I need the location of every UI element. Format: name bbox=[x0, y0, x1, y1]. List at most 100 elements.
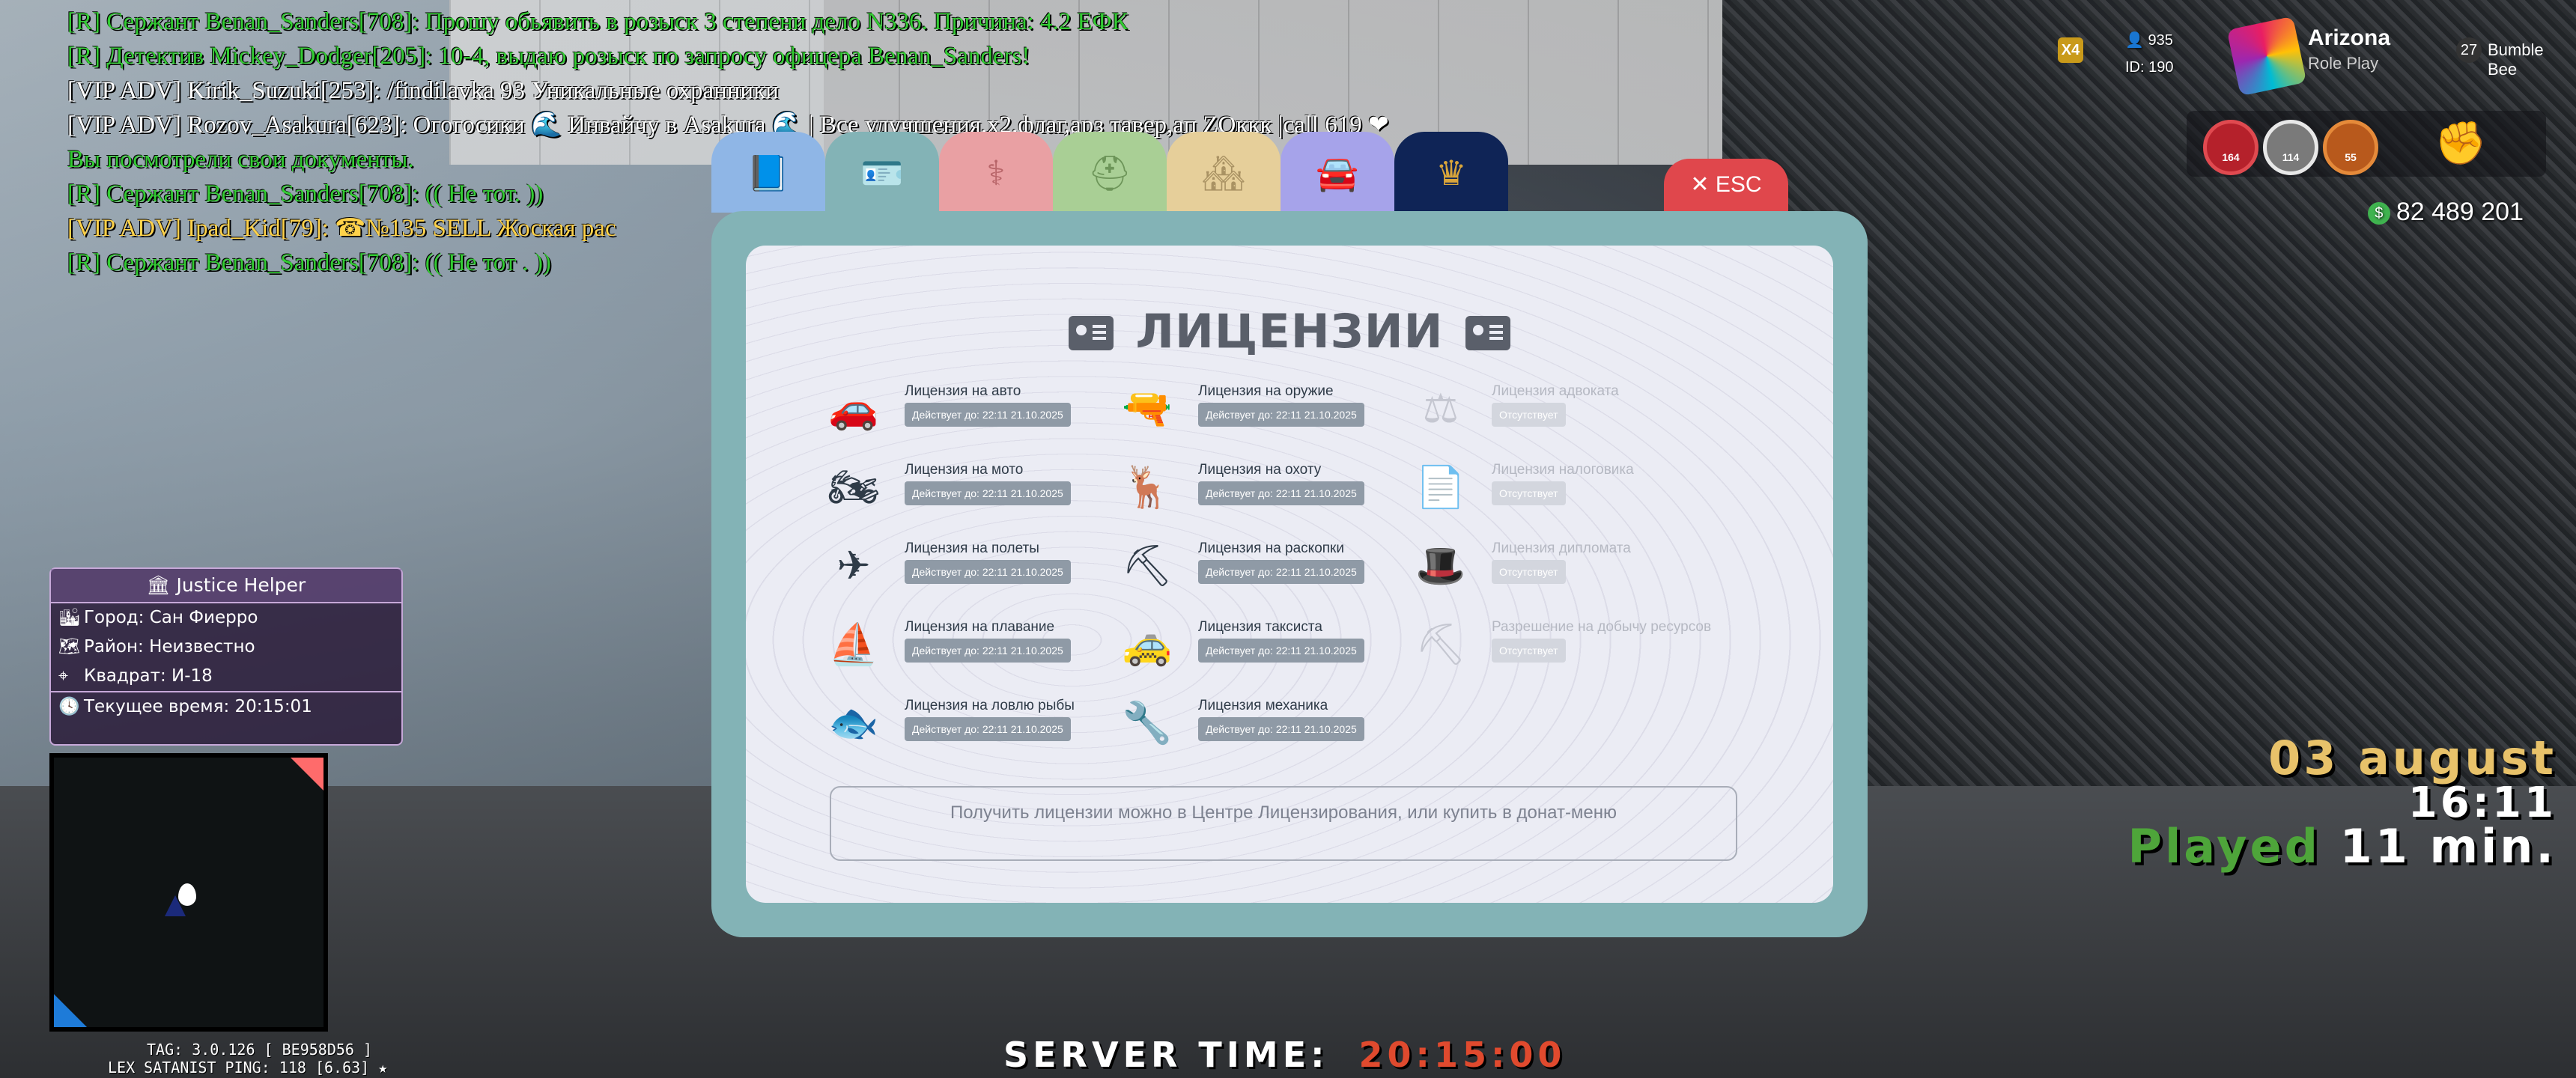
passport-icon: 📘 bbox=[747, 153, 790, 193]
tab-vehicles[interactable]: 🚘 bbox=[1281, 132, 1394, 213]
minimap-corner-north bbox=[291, 758, 323, 791]
game-date: 03 august bbox=[2268, 731, 2557, 785]
crown-icon: ♛ bbox=[1436, 153, 1467, 193]
armor-ring: 114 bbox=[2263, 120, 2318, 175]
esc-close-button[interactable]: ✕ ESC bbox=[1664, 159, 1788, 211]
district-text: Район: Неизвестно bbox=[84, 637, 255, 657]
city-icon: 🏙 bbox=[58, 608, 81, 627]
brand-title: Arizona bbox=[2308, 25, 2391, 50]
district-row: 🗺Район: Неизвестно bbox=[51, 633, 401, 662]
player-stats: 👤 935 ID: 190 bbox=[2125, 27, 2173, 81]
tab-licenses[interactable]: 🪪 bbox=[825, 132, 939, 213]
id-card-icon: 🪪 bbox=[860, 153, 904, 193]
brand-subtitle: Role Play bbox=[2308, 54, 2379, 73]
chat-line: [R] Детектив Mickey_Dodger[205]: 10-4, в… bbox=[67, 43, 1030, 70]
player-id: ID: 190 bbox=[2125, 59, 2174, 76]
license-status-badge: Действует до: 22:11 21.10.2025 bbox=[1198, 481, 1364, 505]
square-text: Квадрат: И-18 bbox=[84, 666, 213, 686]
license-name: Лицензия на раскопки bbox=[1198, 540, 1344, 556]
justice-helper-title: 🏛 Justice Helper bbox=[51, 569, 401, 603]
license-status-badge: Действует до: 22:11 21.10.2025 bbox=[905, 560, 1071, 584]
time-text: Текущее время: 20:15:01 bbox=[84, 697, 312, 716]
clock-icon: 🕓 bbox=[58, 697, 80, 716]
tab-passport[interactable]: 📘 bbox=[711, 132, 825, 213]
chat-line: [VIP ADV] Ipad_Kid[79]: ☎№135 SELL Жоска… bbox=[67, 215, 616, 242]
justice-title-text: Justice Helper bbox=[176, 574, 306, 596]
license-name: Лицензия на авто bbox=[905, 383, 1021, 399]
license-name: Лицензия дипломата bbox=[1492, 540, 1631, 556]
tab-medical[interactable]: ⚕ bbox=[939, 132, 1053, 213]
online-count: 935 bbox=[2148, 32, 2173, 49]
ping-line: LEX SATANIST PING: 118 [6.63] ★ bbox=[108, 1059, 388, 1077]
license-status-badge: Действует до: 22:11 21.10.2025 bbox=[905, 717, 1071, 741]
server-time-value: 20:15:00 bbox=[1358, 1035, 1567, 1075]
id-card-icon bbox=[1068, 316, 1114, 350]
license-status-badge: Действует до: 22:11 21.10.2025 bbox=[1198, 403, 1364, 427]
square-row: ⌖Квадрат: И-18 bbox=[51, 662, 401, 691]
license-status-badge: Действует до: 22:11 21.10.2025 bbox=[905, 481, 1071, 505]
hunger-ring: 55 bbox=[2323, 120, 2378, 175]
license-hint: Получить лицензии можно в Центре Лицензи… bbox=[830, 786, 1737, 861]
chat-line: [VIP ADV] Kirik_Suzuki[253]: /findilavka… bbox=[67, 77, 779, 104]
license-status-badge: Отсутствует bbox=[1492, 403, 1566, 427]
time-row: 🕓Текущее время: 20:15:01 bbox=[51, 691, 401, 722]
license-icon: ⛵ bbox=[828, 621, 879, 668]
license-name: Лицензия адвоката bbox=[1492, 383, 1619, 399]
money-display: $82 489 201 bbox=[2367, 198, 2524, 227]
tab-military[interactable]: ⛑ bbox=[1053, 132, 1167, 213]
dollar-icon: $ bbox=[2367, 202, 2390, 225]
license-icon: 🎩 bbox=[1415, 542, 1466, 589]
document-tabs: 📘 🪪 ⚕ ⛑ 🏘 🚘 ♛ bbox=[711, 132, 1520, 213]
license-name: Лицензия налоговика bbox=[1492, 462, 1634, 478]
license-status-badge: Действует до: 22:11 21.10.2025 bbox=[1198, 639, 1364, 663]
license-name: Лицензия на ловлю рыбы bbox=[905, 698, 1075, 713]
license-icon: ⚖ bbox=[1422, 385, 1459, 432]
license-icon: 🐟 bbox=[828, 699, 879, 746]
fist-icon: ✊ bbox=[2434, 119, 2487, 168]
tag-version: TAG: 3.0.126 [ BE958D56 ] bbox=[147, 1041, 373, 1059]
top-hud: X4 👤 935 ID: 190 Arizona Role Play 27 Bu… bbox=[2037, 15, 2576, 97]
minimap-corner-south bbox=[54, 994, 87, 1027]
page-title-text: ЛИЦЕНЗИИ bbox=[1135, 304, 1444, 359]
played-time: Played 11 min. bbox=[2128, 819, 2557, 874]
player-arrow-icon bbox=[165, 895, 186, 916]
license-name: Лицензия на мото bbox=[905, 462, 1024, 478]
tab-vip[interactable]: ♛ bbox=[1394, 132, 1508, 213]
license-icon: 🔫 bbox=[1122, 385, 1173, 432]
tab-property[interactable]: 🏘 bbox=[1167, 132, 1281, 213]
minimap bbox=[49, 753, 328, 1032]
server-number: 27 bbox=[2456, 37, 2482, 63]
chat-line: [R] Сержант Benan_Sanders[708]: (( Не то… bbox=[67, 249, 551, 276]
license-icon: 📄 bbox=[1415, 463, 1466, 511]
justice-helper-panel: 🏛 Justice Helper 🏙Город: Сан Фиерро 🗺Рай… bbox=[49, 567, 403, 746]
license-name: Лицензия таксиста bbox=[1198, 619, 1322, 635]
id-card-icon bbox=[1465, 316, 1511, 350]
played-label: Played bbox=[2127, 819, 2321, 874]
license-name: Лицензия на плавание bbox=[905, 619, 1055, 635]
license-name: Лицензия на полеты bbox=[905, 540, 1039, 556]
x4-badge: X4 bbox=[2058, 37, 2083, 63]
license-icon: ✈ bbox=[836, 542, 871, 589]
page-title: ЛИЦЕНЗИИ bbox=[746, 304, 1833, 359]
helmet-icon: ⛑ bbox=[1087, 153, 1132, 193]
license-status-badge: Отсутствует bbox=[1492, 639, 1566, 663]
license-status-badge: Действует до: 22:11 21.10.2025 bbox=[1198, 717, 1364, 741]
license-status-badge: Действует до: 22:11 21.10.2025 bbox=[905, 403, 1071, 427]
license-icon: 🏍 bbox=[827, 463, 880, 511]
license-status-badge: Отсутствует bbox=[1492, 481, 1566, 505]
license-name: Лицензия на охоту bbox=[1198, 462, 1322, 478]
license-icon: 🚗 bbox=[828, 385, 879, 432]
